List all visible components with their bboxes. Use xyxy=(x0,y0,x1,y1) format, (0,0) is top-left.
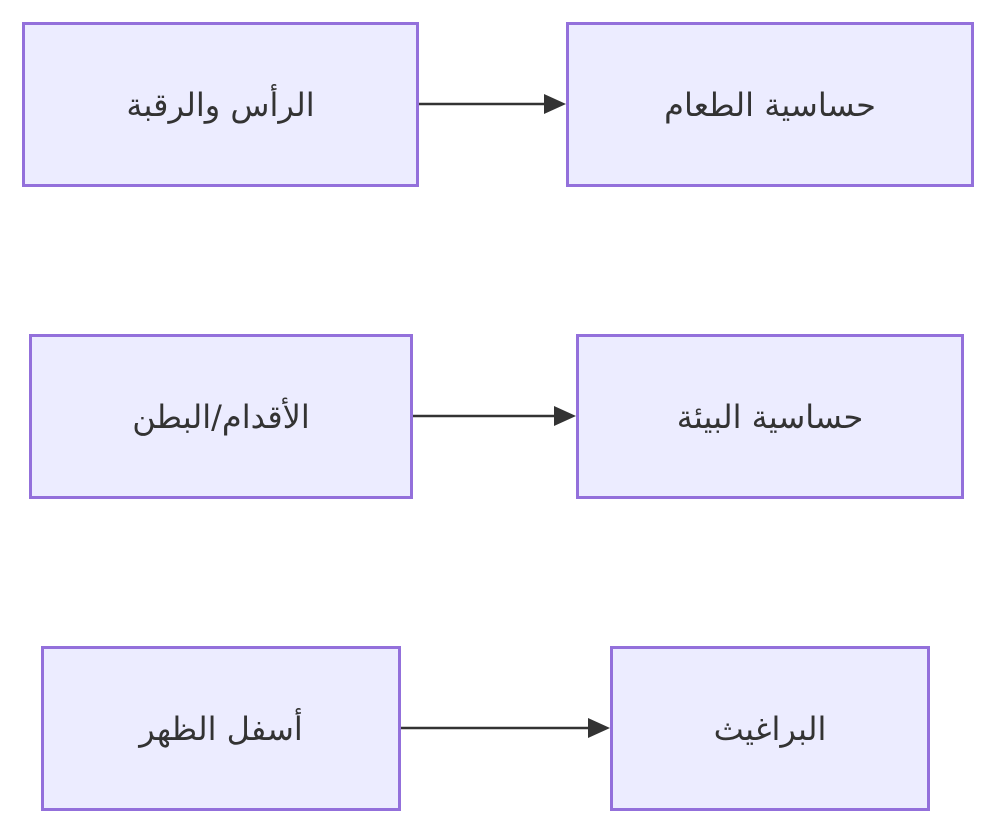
node-environmental-allergy: حساسية البيئة xyxy=(576,334,964,499)
node-label: حساسية البيئة xyxy=(676,397,864,436)
arrowhead-icon xyxy=(544,94,566,114)
node-label: حساسية الطعام xyxy=(664,85,876,124)
node-head-and-neck: الرأس والرقبة xyxy=(22,22,419,187)
node-lower-back: أسفل الظهر xyxy=(41,646,401,811)
node-food-allergy: حساسية الطعام xyxy=(566,22,974,187)
node-feet-abdomen: الأقدام/البطن xyxy=(29,334,413,499)
arrowhead-icon xyxy=(554,406,576,426)
node-label: البراغيث xyxy=(713,709,827,748)
edge-head-to-food-allergy xyxy=(419,94,566,114)
arrowhead-icon xyxy=(588,718,610,738)
edge-lower-back-to-fleas xyxy=(401,718,610,738)
node-label: أسفل الظهر xyxy=(139,709,303,748)
node-fleas: البراغيث xyxy=(610,646,930,811)
node-label: الأقدام/البطن xyxy=(132,397,310,436)
node-label: الرأس والرقبة xyxy=(126,85,315,124)
edge-feet-to-environmental-allergy xyxy=(413,406,576,426)
